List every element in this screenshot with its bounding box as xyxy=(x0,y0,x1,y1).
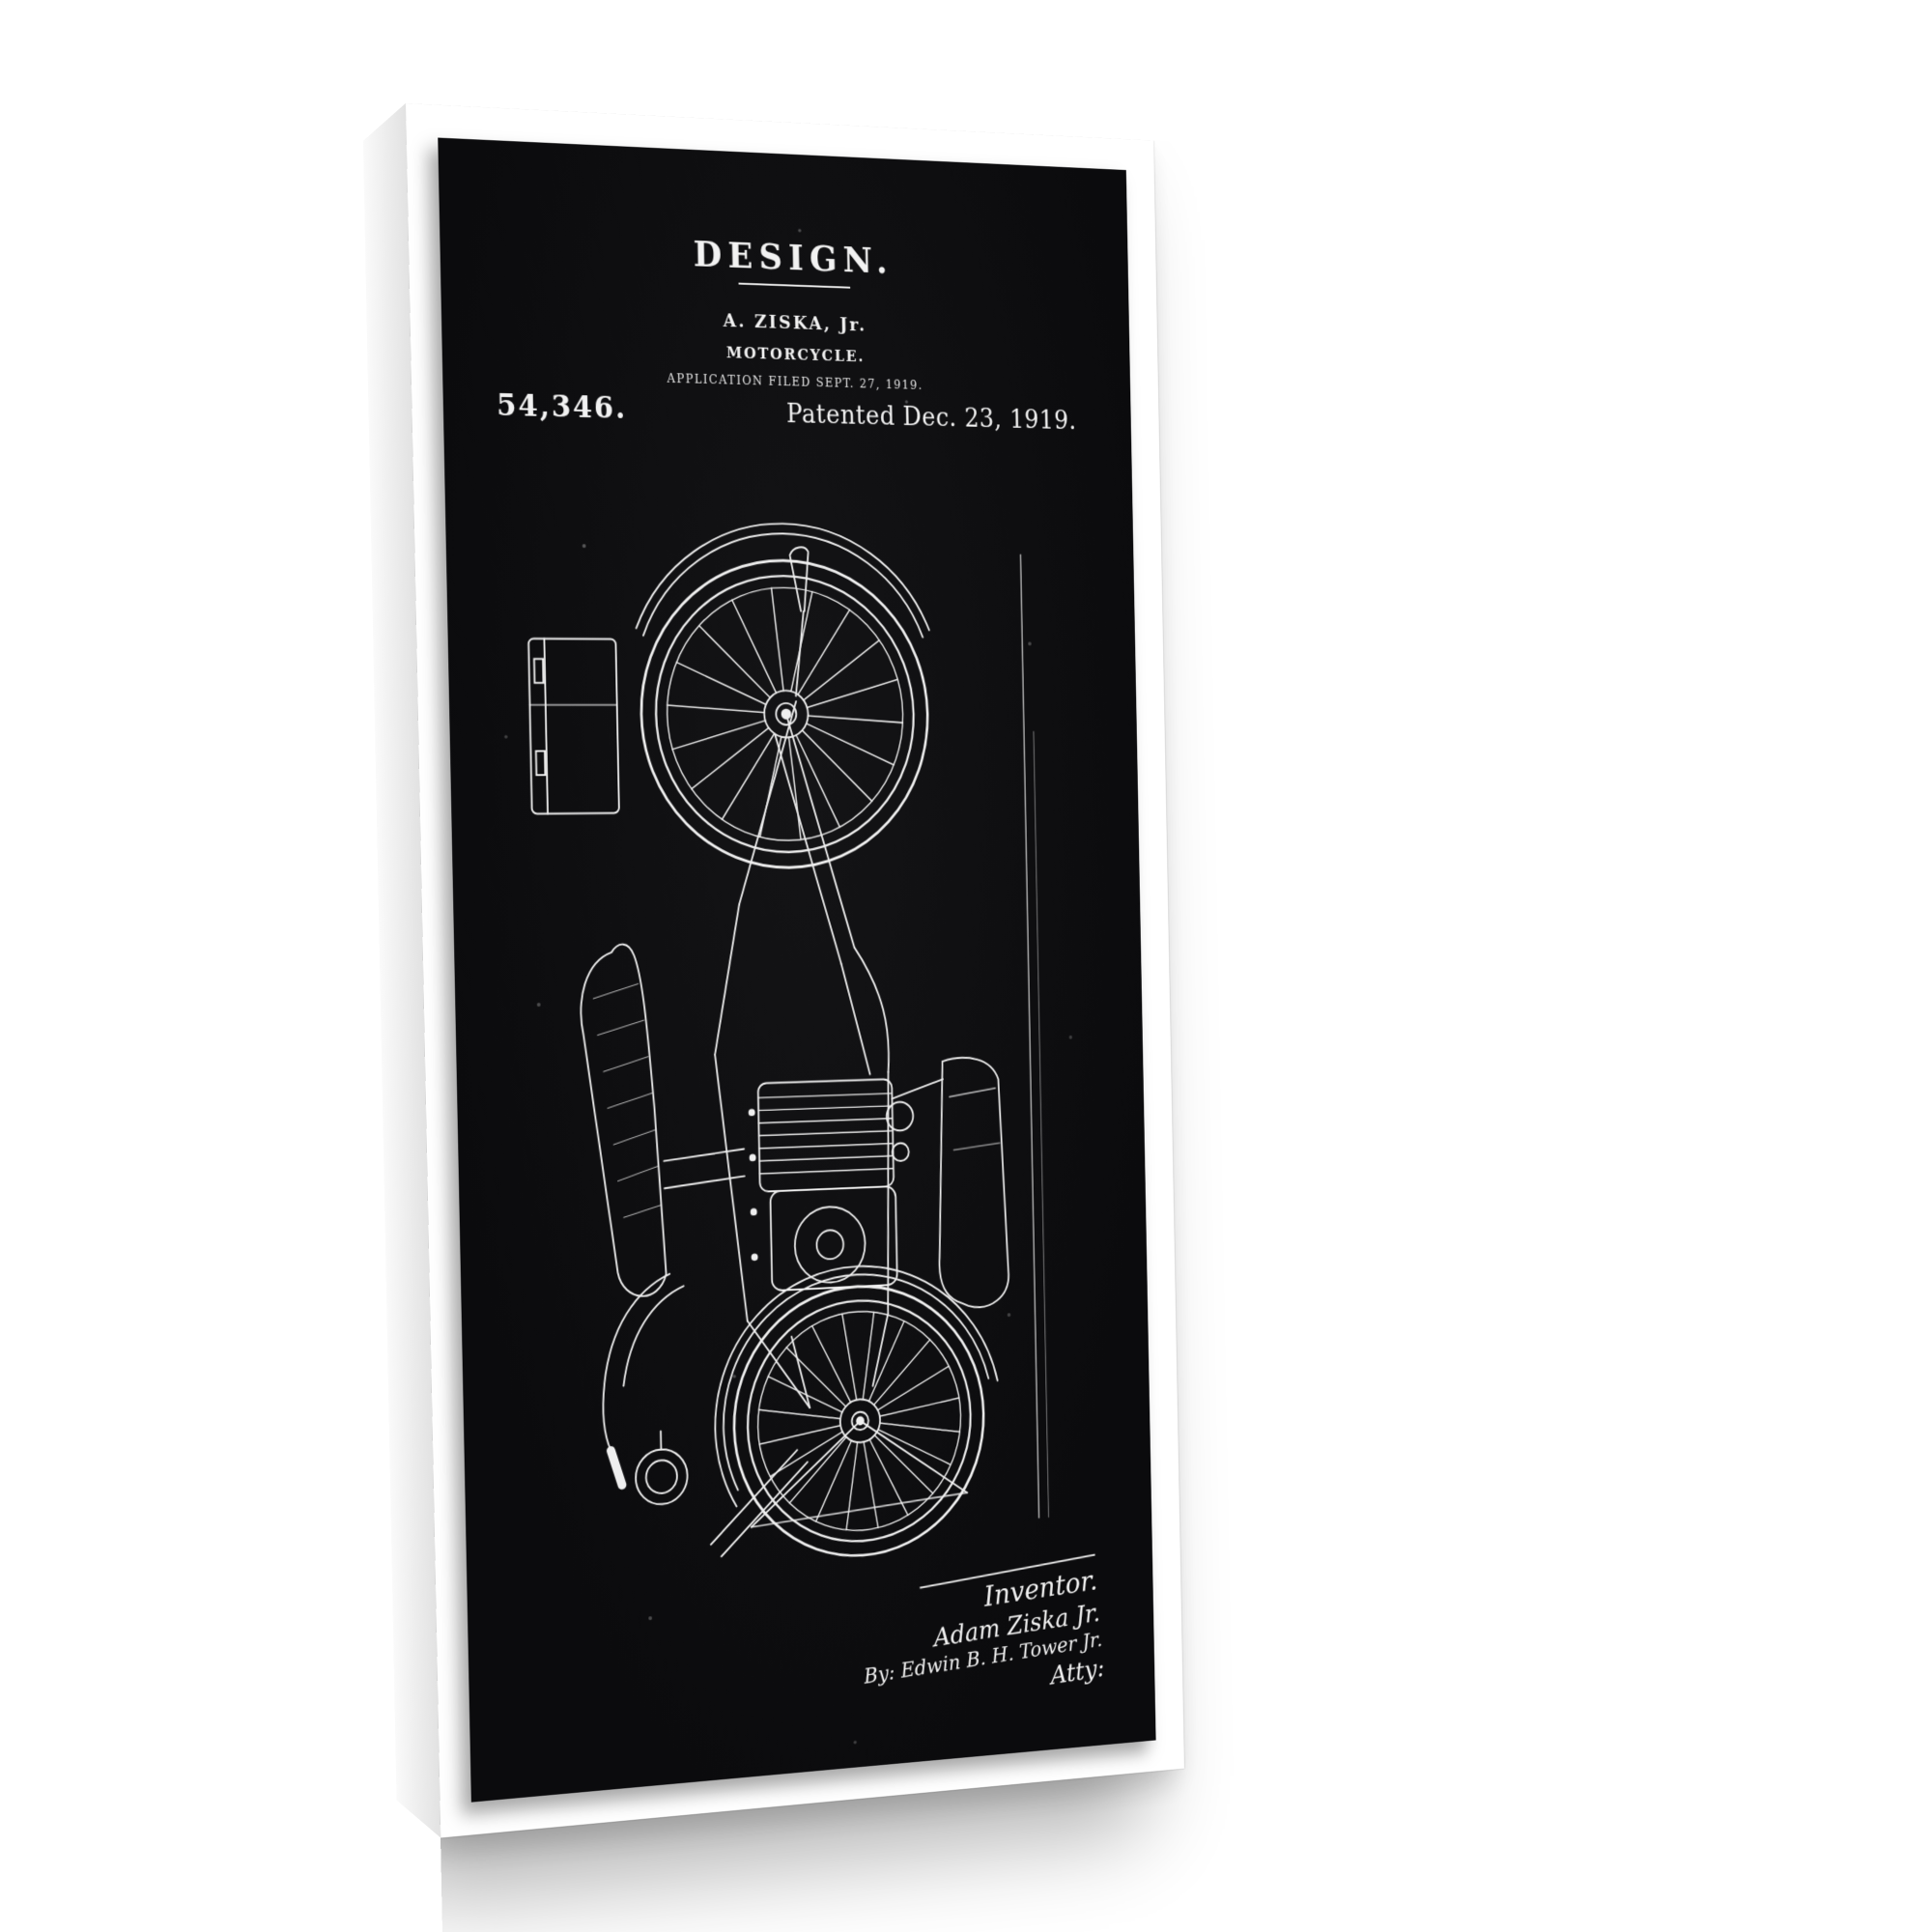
saddle xyxy=(580,942,747,1298)
front-wheel xyxy=(639,558,930,869)
toolbox xyxy=(528,639,619,813)
handlebar xyxy=(601,1273,688,1486)
fuel-tank xyxy=(935,1057,1009,1310)
patent-heading: DESIGN. xyxy=(693,233,895,282)
heading-underline xyxy=(738,282,851,289)
headlamp xyxy=(635,1430,688,1506)
motorcycle-patent-drawing xyxy=(470,457,1130,1647)
patent-number-row: 54,346. Patented Dec. 23, 1919. xyxy=(497,388,1077,437)
patent-header: DESIGN. A. ZISKA, Jr. MOTORCYCLE. APPLIC… xyxy=(440,223,1130,398)
reference-lines xyxy=(1020,554,1048,1518)
patent-figure xyxy=(470,457,1130,1647)
canvas-speckles xyxy=(438,138,440,140)
canvas-print: DESIGN. A. ZISKA, Jr. MOTORCYCLE. APPLIC… xyxy=(438,137,1156,1803)
patent-date: Patented Dec. 23, 1919. xyxy=(785,399,1077,436)
fork-and-frame xyxy=(708,701,895,1413)
patent-number: 54,346. xyxy=(496,387,628,426)
frame-front: DESIGN. A. ZISKA, Jr. MOTORCYCLE. APPLIC… xyxy=(405,102,1184,1838)
floating-frame: DESIGN. A. ZISKA, Jr. MOTORCYCLE. APPLIC… xyxy=(362,102,1184,1838)
engine xyxy=(749,1077,947,1292)
